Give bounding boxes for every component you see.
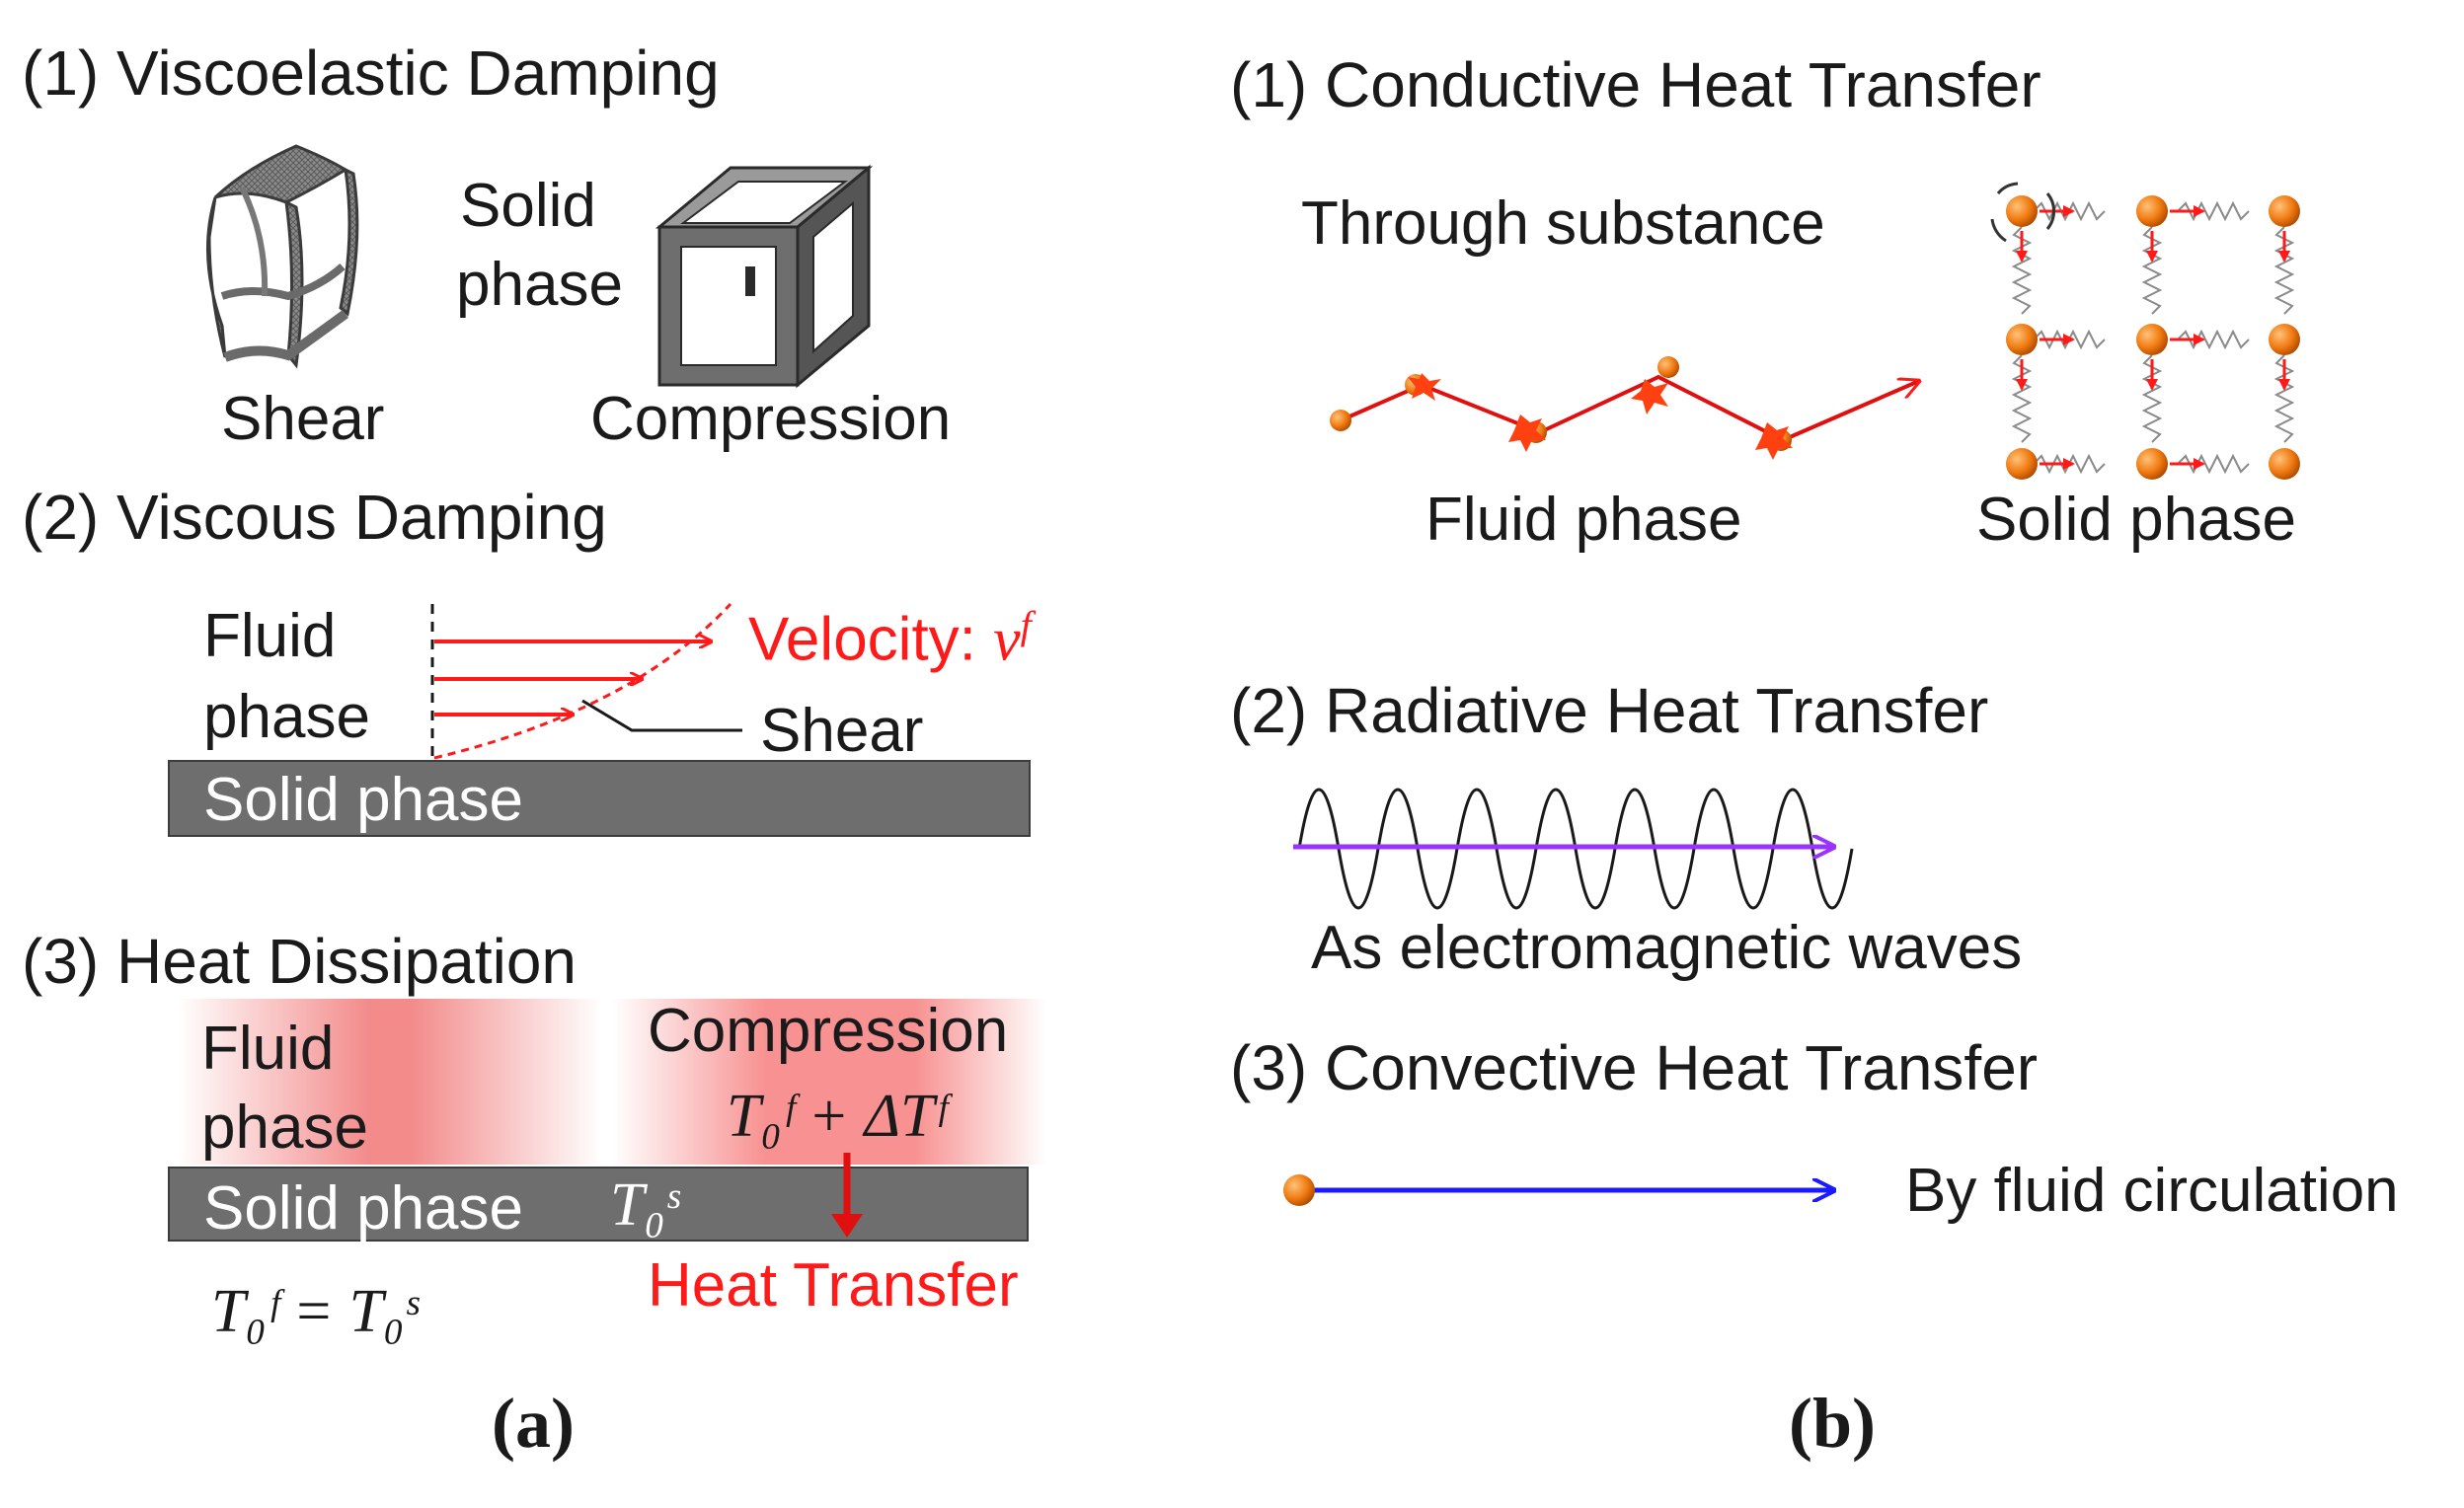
a-shear-annotation: Shear	[760, 697, 924, 765]
a-heat-solid-label: Solid phase	[203, 1174, 524, 1243]
b-title-radiative: (2) Radiative Heat Transfer	[1230, 675, 1989, 746]
b-through-substance: Through substance	[1301, 189, 1825, 258]
a-solid-label-l1: Solid	[460, 172, 596, 240]
a-heat-eq-bottom: T₀ᶠ = T₀ˢ	[211, 1278, 418, 1345]
fluid-particle-path	[1330, 356, 1919, 460]
a-heat-glow-right	[612, 999, 1046, 1165]
panel-a-label: (a)	[492, 1384, 575, 1463]
wave-icon	[1297, 788, 1854, 910]
a-title-viscous: (2) Viscous Damping	[22, 482, 607, 553]
a-title-viscoelastic: (1) Viscoelastic Damping	[22, 38, 720, 109]
fluid-particle-icon	[1330, 410, 1351, 431]
b-title-convective: (3) Convective Heat Transfer	[1230, 1032, 2039, 1103]
compression-cube-icon	[654, 164, 874, 389]
b-convective-caption: By fluid circulation	[1905, 1157, 2399, 1225]
convective-particle-icon	[1283, 1174, 1315, 1206]
a-solid-bar-heat	[168, 1167, 1029, 1242]
a-shear-label: Shear	[221, 385, 385, 453]
a-heat-solid-eq: T₀ˢ	[610, 1171, 679, 1239]
a-velocity-label: Velocity: vf	[748, 603, 1032, 674]
a-solid-bar-viscous	[168, 760, 1031, 837]
a-heat-eq-top: T₀ᶠ + ΔTᶠ	[727, 1083, 946, 1150]
panel-b-label: (b)	[1789, 1384, 1876, 1463]
b-radiative-caption: As electromagnetic waves	[1311, 914, 2023, 982]
a-fluid-label-l2: phase	[203, 683, 370, 751]
a-heat-fluid-l1: Fluid	[201, 1015, 335, 1083]
a-heat-fluid-l2: phase	[201, 1093, 368, 1162]
a-solid-bar-label: Solid phase	[203, 766, 524, 834]
a-compression-label: Compression	[590, 385, 952, 453]
a-title-heat: (3) Heat Dissipation	[22, 926, 577, 997]
b-title-conductive: (1) Conductive Heat Transfer	[1230, 49, 2041, 120]
a-heat-glow-left	[178, 999, 602, 1165]
a-heat-compression: Compression	[648, 997, 1009, 1065]
b-solid-phase-label: Solid phase	[1976, 486, 2297, 554]
a-heat-transfer-label: Heat Transfer	[648, 1251, 1019, 1320]
a-solid-label-l2: phase	[456, 251, 623, 319]
a-fluid-label-l1: Fluid	[203, 602, 337, 670]
solid-particle-icon	[2006, 195, 2038, 227]
shear-cube-icon	[205, 144, 359, 369]
solid-lattice	[1990, 182, 2300, 480]
b-fluid-phase-label: Fluid phase	[1425, 486, 1742, 554]
